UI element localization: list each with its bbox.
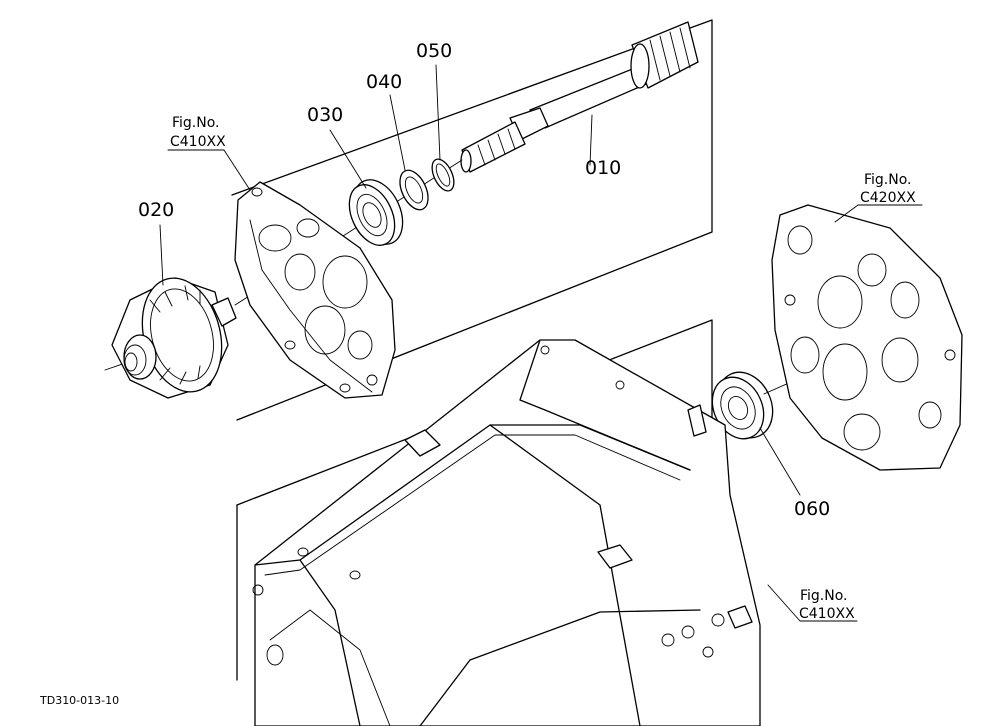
- fig-ref-code: C410XX: [170, 134, 226, 150]
- shaft-010: [234, 21, 699, 306]
- cover-plate-c410: [234, 181, 396, 399]
- callout-050: 050: [416, 40, 452, 62]
- callout-030: 030: [307, 104, 343, 126]
- figure-references: Fig.No. C410XX Fig.No. C420XX Fig.No. C4…: [170, 115, 916, 622]
- callout-060: 060: [794, 498, 830, 520]
- side-cover-c420: [771, 204, 963, 471]
- snap-ring-050: [431, 158, 455, 192]
- spacer-ring-040: [399, 169, 429, 211]
- fig-ref-code: C410XX: [799, 606, 855, 622]
- fig-ref-label: Fig.No.: [172, 115, 220, 131]
- coupling-020: [104, 277, 237, 399]
- fig-ref-label: Fig.No.: [864, 172, 912, 188]
- drawing-code: TD310-013-10: [39, 694, 119, 707]
- part-callouts: 010 020 030 040 050 060: [138, 40, 830, 520]
- fig-ref-code: C420XX: [860, 190, 916, 206]
- bearing-060: [639, 371, 801, 461]
- callout-010: 010: [585, 157, 621, 179]
- callout-020: 020: [138, 199, 174, 221]
- transmission-case: [252, 339, 761, 726]
- fig-ref-label: Fig.No.: [800, 588, 848, 604]
- callout-040: 040: [366, 71, 402, 93]
- leader-lines: [159, 64, 923, 622]
- upper-assembly-frame: [231, 19, 713, 421]
- bearing-030: [348, 179, 404, 246]
